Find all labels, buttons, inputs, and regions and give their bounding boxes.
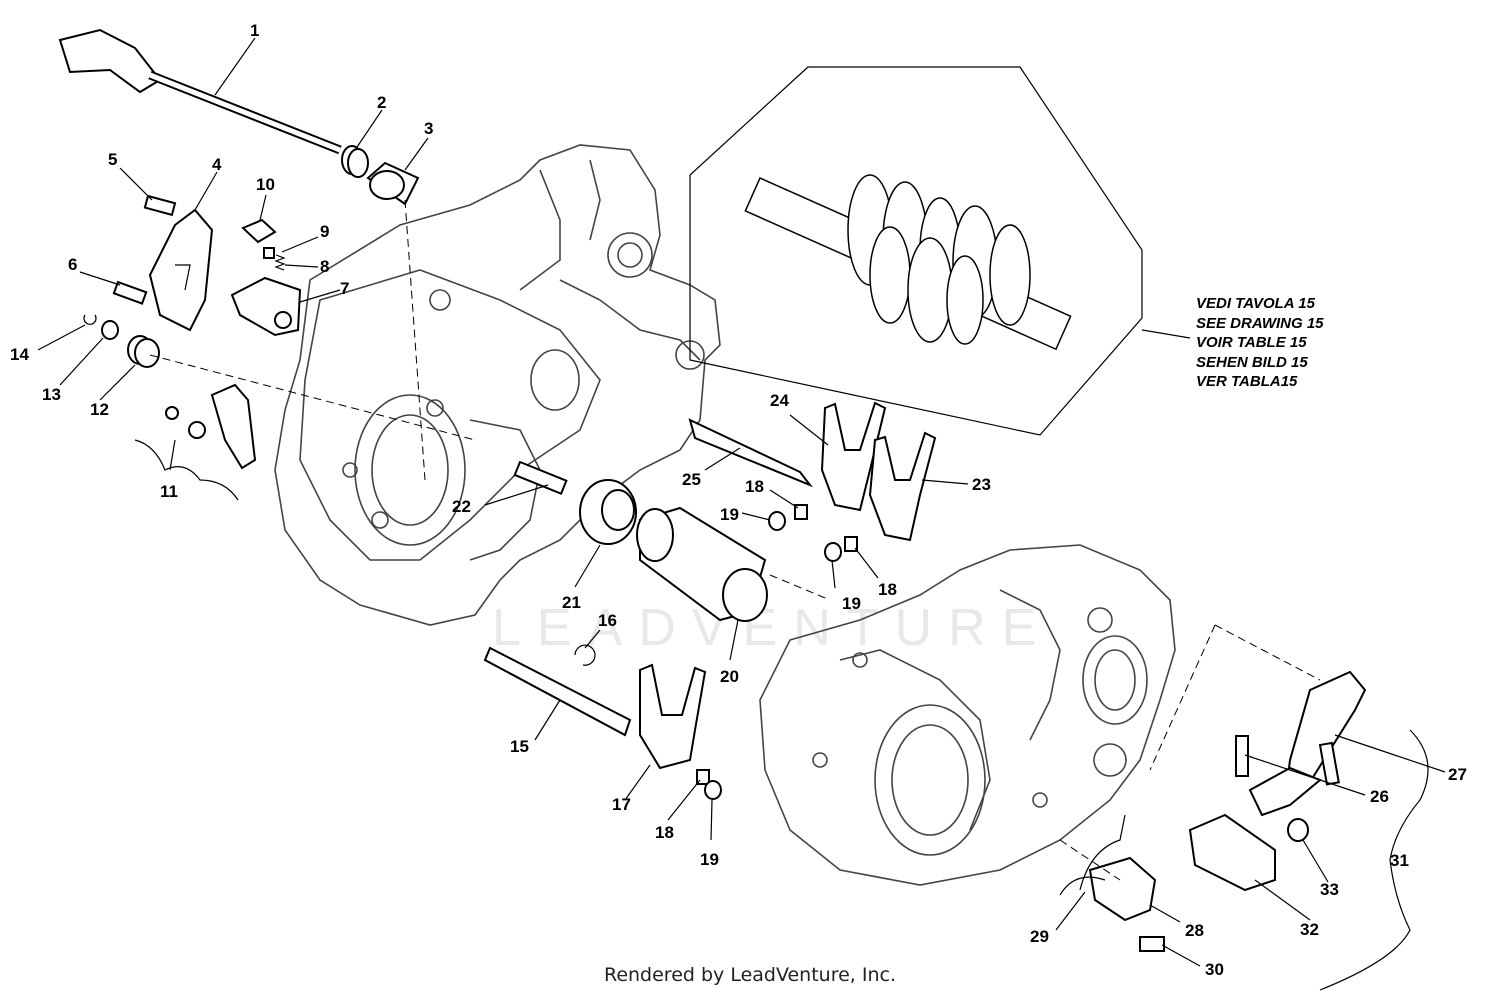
part-27-gear-lever (1283, 670, 1367, 802)
callout-8: 8 (320, 257, 329, 276)
part-30-screw (1139, 936, 1165, 952)
part-16-circlip (574, 644, 596, 666)
part-5-screw (143, 194, 177, 217)
callout-19-upper: 19 (720, 505, 739, 524)
note-line-german: SEHEN BILD 15 (1196, 353, 1308, 371)
right-crankcase (759, 544, 1176, 886)
rendered-by-footer: Rendered by LeadVenture, Inc. (603, 964, 897, 986)
callout-22: 22 (452, 497, 471, 516)
part-33-spring (1287, 818, 1309, 842)
note-line-spanish: VER TABLA15 (1196, 373, 1298, 390)
callout-18-right: 18 (878, 580, 897, 599)
part-22-pin (513, 460, 568, 496)
callout-19-lower: 19 (700, 850, 719, 869)
part-6-screw (112, 280, 148, 305)
callout-31: 31 (1390, 851, 1409, 870)
callout-29: 29 (1030, 927, 1049, 946)
part-19-nut-a (768, 511, 786, 531)
callout-7: 7 (340, 279, 349, 298)
callout-23: 23 (972, 475, 991, 494)
part-8-spring (274, 254, 286, 271)
callout-13: 13 (42, 385, 61, 404)
part-23-shift-fork (868, 431, 937, 542)
callout-28: 28 (1185, 921, 1204, 940)
part-31-pedal-assembly (1248, 729, 1429, 991)
note-line-italian: VEDI TAVOLA 15 (1196, 295, 1315, 312)
part-18-pin-a (794, 504, 808, 520)
callout-19-right: 19 (842, 594, 861, 613)
part-32-pedal-tip (1188, 813, 1276, 892)
see-drawing-note: VEDI TAVOLA 15 SEE DRAWING 15 VOIR TABLE… (1196, 294, 1324, 392)
part-21-star-wheel (579, 479, 637, 545)
note-line-french: VOIR TABLE 15 (1196, 334, 1307, 351)
callout-18-upper: 18 (745, 477, 764, 496)
part-25-fork-shaft (688, 418, 814, 488)
callout-16: 16 (598, 611, 617, 630)
part-29-oring (1059, 876, 1106, 896)
part-7-detent-lever (230, 276, 302, 337)
part-17-shift-fork (639, 663, 707, 770)
part-18-pin-b (844, 536, 858, 552)
leader-lines (37, 37, 1446, 967)
callout-27: 27 (1448, 765, 1467, 784)
alignment-lines (149, 199, 1321, 881)
part-19-nut-c (704, 780, 722, 800)
part-4-plate (148, 208, 214, 332)
callout-25: 25 (682, 470, 701, 489)
part-2-spring (341, 145, 369, 178)
callout-11: 11 (160, 482, 178, 501)
part-14-clip (83, 314, 97, 325)
note-line-english: SEE DRAWING 15 (1196, 314, 1324, 332)
callouts: 1 2 3 4 5 6 7 8 9 10 11 12 13 14 15 16 1… (10, 21, 1467, 979)
part-19-nut-b (824, 542, 842, 562)
gearbox-inset (689, 66, 1191, 436)
part-13-washer (101, 320, 119, 340)
callout-12: 12 (90, 400, 109, 419)
part-15-fork-shaft (483, 646, 632, 737)
callout-20: 20 (720, 667, 739, 686)
part-24-shift-fork (820, 401, 887, 512)
callout-2: 2 (377, 93, 386, 112)
callout-15: 15 (510, 737, 529, 756)
part-1-shift-shaft (58, 28, 342, 155)
callout-18-lower: 18 (655, 823, 674, 842)
callout-4: 4 (212, 155, 222, 174)
callout-3: 3 (424, 119, 433, 138)
callout-24: 24 (770, 391, 789, 410)
callout-21: 21 (562, 593, 581, 612)
callout-14: 14 (10, 345, 29, 364)
callout-33: 33 (1320, 880, 1339, 899)
callout-9: 9 (320, 222, 329, 241)
part-28-sensor (1079, 814, 1157, 922)
callout-5: 5 (108, 150, 117, 169)
callout-6: 6 (68, 255, 77, 274)
part-10-plate (241, 218, 277, 244)
callout-26: 26 (1370, 787, 1389, 806)
callout-1: 1 (250, 21, 259, 40)
part-12-spring (127, 335, 160, 368)
part-11-lever-assembly (134, 383, 257, 501)
part-20-shift-drum (636, 506, 768, 622)
part-9-pin (263, 247, 275, 259)
callout-17: 17 (612, 795, 631, 814)
callout-30: 30 (1205, 960, 1224, 979)
callout-10: 10 (256, 175, 275, 194)
part-3-bushing (366, 161, 420, 206)
callout-32: 32 (1300, 920, 1319, 939)
left-crankcase (274, 144, 721, 626)
